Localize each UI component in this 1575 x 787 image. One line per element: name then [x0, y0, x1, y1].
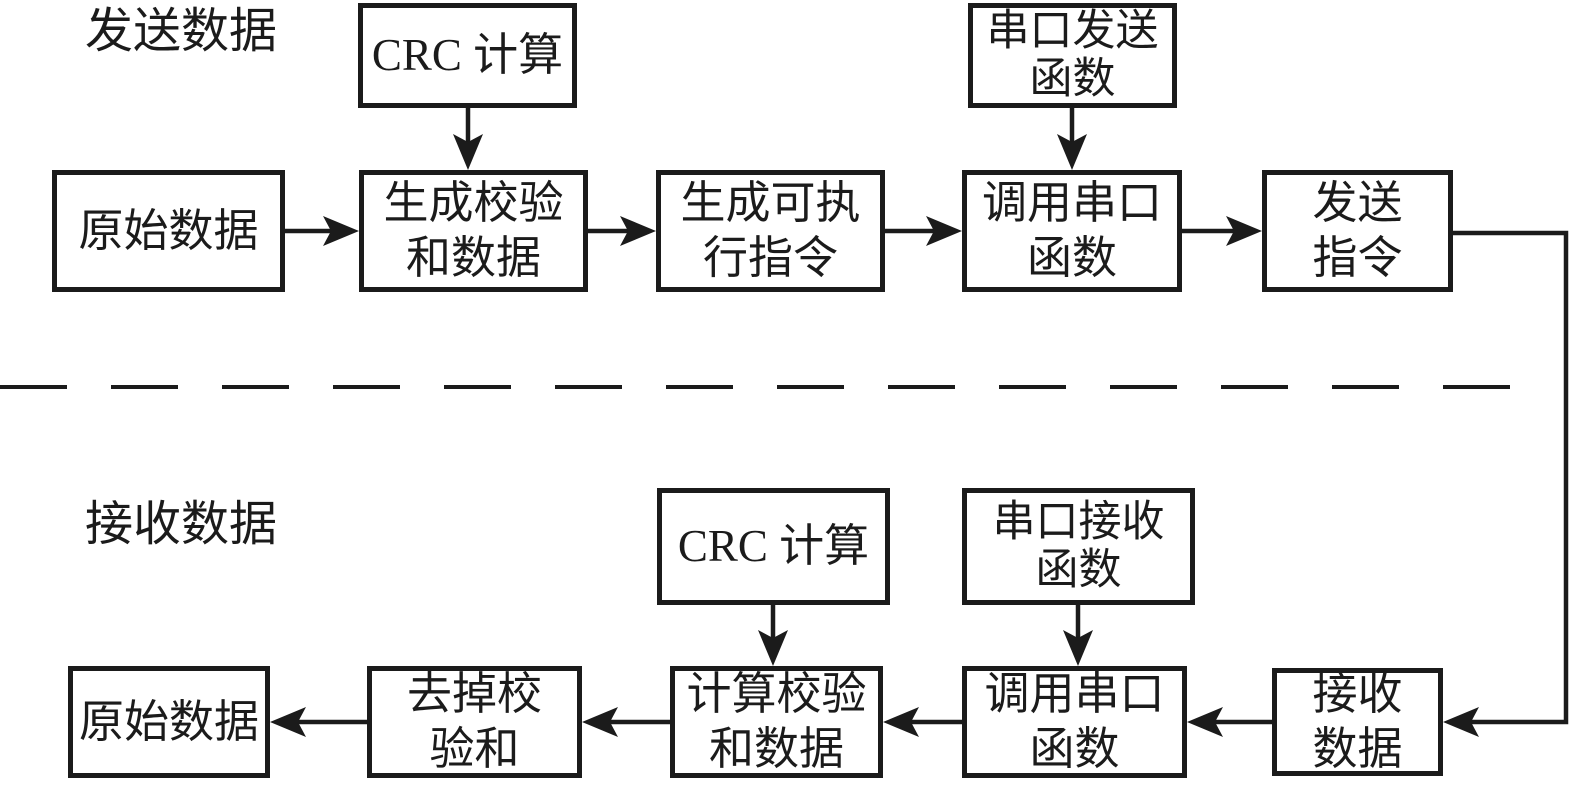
node-recv-data: 接收 数据 [1272, 668, 1443, 776]
arrowhead-left-icon [1187, 707, 1223, 737]
node-call-serial-func-send: 调用串口 函数 [962, 170, 1182, 292]
arrowhead-right-icon [926, 216, 962, 246]
node-call-serial-func-recv: 调用串口 函数 [962, 666, 1187, 778]
node-text: CRC 计算 [677, 521, 870, 572]
node-serial-send-func: 串口发送 函数 [968, 3, 1177, 108]
arrowhead-down-icon [758, 630, 788, 666]
node-text: 函数 [1035, 546, 1122, 594]
node-strip-checksum: 去掉校 验和 [367, 666, 582, 778]
node-text: 调用串口 [981, 178, 1162, 229]
arrowhead-right-icon [323, 216, 359, 246]
arrowhead-right-icon [1226, 216, 1262, 246]
arrowhead-down-icon [1063, 630, 1093, 666]
node-generate-executable-cmd: 生成可执 行指令 [656, 170, 885, 292]
node-raw-data-recv: 原始数据 [68, 666, 270, 778]
node-text: 串口接收 [992, 499, 1165, 547]
node-text: 和数据 [708, 724, 844, 774]
send-section-label: 发送数据 [85, 5, 278, 58]
node-text: 函数 [1026, 233, 1117, 283]
arrowhead-left-icon [883, 707, 919, 737]
node-text: 生成校验 [383, 178, 564, 229]
node-text: 计算校验 [686, 669, 867, 720]
node-text: 行指令 [702, 233, 838, 283]
node-text: 数据 [1312, 724, 1403, 774]
node-calc-checksum-data: 计算校验 和数据 [670, 666, 883, 778]
node-text: 调用串口 [984, 669, 1165, 720]
node-text: 接收 [1312, 669, 1403, 720]
arrowhead-down-icon [453, 134, 483, 170]
node-text: 指令 [1312, 233, 1403, 283]
arrowhead-down-icon [1057, 134, 1087, 170]
connector-send-cmd-to-recv-data [1453, 230, 1569, 725]
arrowhead-left-icon [270, 707, 306, 737]
node-text: 函数 [1029, 724, 1120, 774]
node-text: 发送 [1312, 178, 1403, 229]
node-text: 去掉校 [406, 669, 542, 720]
node-send-cmd: 发送 指令 [1262, 170, 1453, 292]
receive-section-label: 接收数据 [85, 498, 278, 551]
arrowhead-left-icon [1443, 707, 1479, 737]
node-text: 生成可执 [680, 178, 861, 229]
node-text: 函数 [1029, 55, 1116, 103]
node-raw-data-send: 原始数据 [52, 170, 285, 292]
node-text: 原始数据 [78, 696, 259, 747]
node-serial-recv-func: 串口接收 函数 [962, 488, 1195, 605]
node-generate-checksum-data: 生成校验 和数据 [359, 170, 588, 292]
arrowhead-right-icon [620, 216, 656, 246]
node-text: 验和 [429, 724, 520, 774]
node-text: CRC 计算 [371, 30, 564, 81]
arrowhead-left-icon [582, 707, 618, 737]
node-text: 原始数据 [78, 205, 259, 256]
node-text: 串口发送 [986, 8, 1159, 56]
node-crc-calc-recv: CRC 计算 [657, 488, 890, 605]
node-text: 和数据 [405, 233, 541, 283]
node-crc-calc-send: CRC 计算 [358, 3, 577, 108]
